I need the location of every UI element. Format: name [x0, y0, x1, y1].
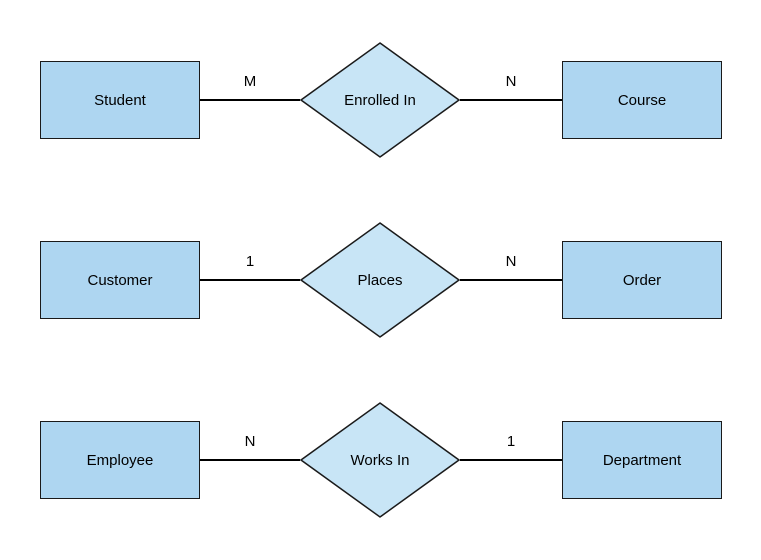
entity-customer: Customer [40, 241, 200, 319]
connector-line-left [200, 279, 300, 281]
relationship-label: Works In [350, 451, 410, 469]
entity-order: Order [562, 241, 722, 319]
relationship-row: Student M Enrolled In N Course [0, 42, 761, 158]
entity-employee: Employee [40, 421, 200, 499]
entity-department: Department [562, 421, 722, 499]
cardinality-label-right: N [505, 73, 517, 90]
cardinality-label-left: 1 [245, 253, 255, 270]
entity-label: Customer [87, 271, 153, 289]
entity-course: Course [562, 61, 722, 139]
diamond-shape [300, 42, 460, 158]
relationship-enrolled-in: Enrolled In [300, 42, 460, 158]
connector-line-right [460, 279, 562, 281]
entity-student: Student [40, 61, 200, 139]
relationship-row: Customer 1 Places N Order [0, 222, 761, 338]
connector-line-right [460, 99, 562, 101]
connector-line-left [200, 459, 300, 461]
connector-line-right [460, 459, 562, 461]
diamond-shape [300, 402, 460, 518]
connector-line-left [200, 99, 300, 101]
relationship-works-in: Works In [300, 402, 460, 518]
entity-label: Student [94, 91, 146, 109]
entity-label: Order [622, 271, 662, 289]
relationship-row: Employee N Works In 1 Department [0, 402, 761, 518]
diamond-shape [300, 222, 460, 338]
entity-label: Department [602, 451, 682, 469]
cardinality-label-right: 1 [506, 433, 516, 450]
relationship-label: Places [357, 271, 403, 289]
relationship-places: Places [300, 222, 460, 338]
cardinality-label-left: M [243, 73, 257, 90]
relationship-label: Enrolled In [344, 91, 416, 109]
entity-label: Employee [86, 451, 154, 469]
cardinality-label-left: N [244, 433, 256, 450]
cardinality-label-right: N [505, 253, 517, 270]
entity-label: Course [617, 91, 667, 109]
